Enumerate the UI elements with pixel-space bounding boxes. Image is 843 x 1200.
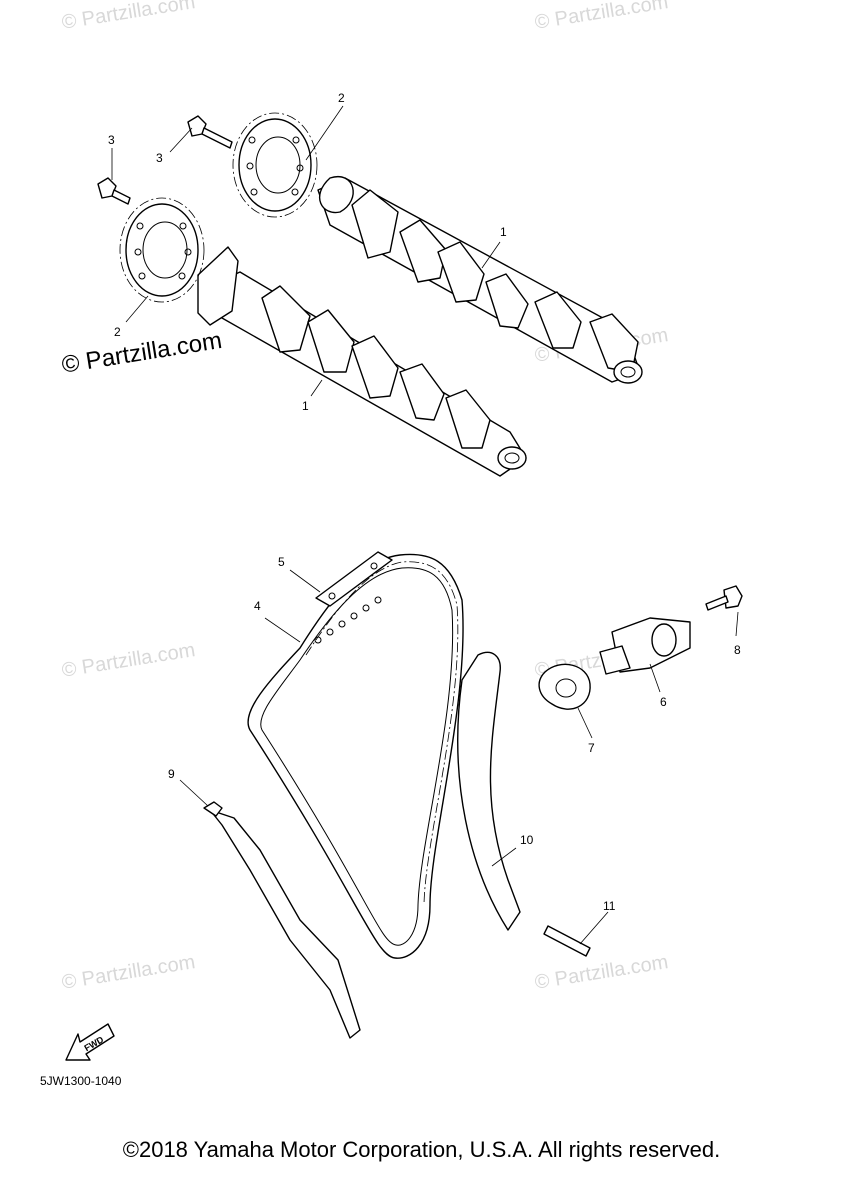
callout-1: 1 bbox=[500, 225, 507, 239]
camshaft-upper bbox=[317, 175, 643, 384]
sprocket-upper bbox=[232, 112, 318, 218]
leader-line bbox=[125, 295, 149, 323]
bolt-upper bbox=[187, 115, 233, 149]
tensioner-bolt bbox=[705, 585, 743, 611]
chain-tensioner bbox=[599, 617, 691, 675]
callout-9: 9 bbox=[168, 767, 175, 781]
chain-guide-side bbox=[203, 801, 361, 1039]
diagram-code: 5JW1300-1040 bbox=[40, 1074, 122, 1088]
leader-line bbox=[305, 105, 344, 161]
leader-line bbox=[735, 611, 739, 637]
callout-5: 5 bbox=[278, 555, 285, 569]
guide-pin bbox=[543, 925, 591, 957]
leader-line bbox=[481, 241, 501, 269]
leader-line bbox=[169, 127, 193, 153]
leader-line bbox=[491, 847, 517, 867]
callout-10: 10 bbox=[520, 833, 534, 847]
copyright-notice: ©2018 Yamaha Motor Corporation, U.S.A. A… bbox=[122, 1137, 721, 1162]
bolt-lower bbox=[97, 177, 131, 205]
leader-line bbox=[577, 707, 593, 739]
callout-3: 3 bbox=[108, 133, 115, 147]
sprocket-lower bbox=[119, 197, 205, 303]
callout-1: 1 bbox=[302, 399, 309, 413]
leader-line bbox=[579, 911, 609, 945]
leader-line bbox=[179, 779, 209, 807]
leader-line bbox=[289, 569, 321, 593]
callout-7: 7 bbox=[588, 741, 595, 755]
chain-guide-top bbox=[315, 551, 393, 607]
callout-6: 6 bbox=[660, 695, 667, 709]
leader-line bbox=[649, 663, 661, 693]
callout-2: 2 bbox=[114, 325, 121, 339]
camshaft-lower bbox=[197, 246, 527, 477]
tensioner-gasket bbox=[538, 663, 591, 710]
leader-line bbox=[310, 379, 323, 397]
callout-11: 11 bbox=[603, 899, 616, 913]
callout-8: 8 bbox=[734, 643, 741, 657]
callout-2: 2 bbox=[338, 91, 345, 105]
fwd-arrow-icon: FWD bbox=[65, 1023, 115, 1061]
callout-4: 4 bbox=[254, 599, 261, 613]
cam-chain bbox=[247, 553, 464, 959]
leader-line bbox=[264, 617, 301, 643]
callout-3: 3 bbox=[156, 151, 163, 165]
tensioner-guide bbox=[457, 651, 521, 931]
